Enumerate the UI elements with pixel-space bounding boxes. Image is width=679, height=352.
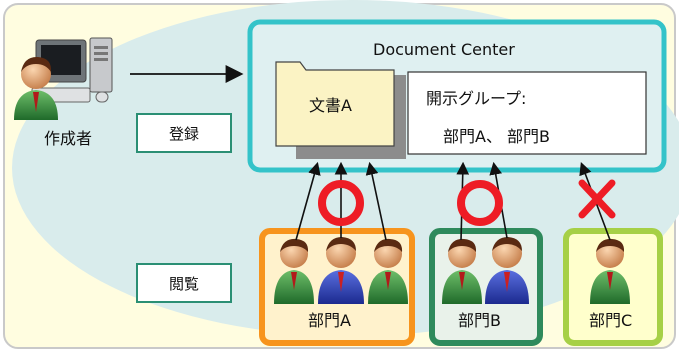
dept-c-label: 部門C bbox=[589, 311, 633, 330]
actor-label: 作成者 bbox=[44, 129, 93, 148]
dept-a-person-3 bbox=[368, 238, 408, 304]
dept-a-person-2 bbox=[318, 237, 364, 304]
group-panel bbox=[407, 71, 647, 155]
arrow-a-3 bbox=[365, 161, 387, 241]
document-label: 文書A bbox=[309, 96, 352, 115]
dept-b-person-2 bbox=[485, 237, 529, 304]
dept-a-person-1 bbox=[274, 238, 314, 304]
dept-b-person-1 bbox=[442, 238, 482, 304]
group-panel-members: 部門A、 部門B bbox=[443, 127, 551, 146]
document-center-title: Document Center bbox=[373, 40, 515, 59]
dept-a-label: 部門A bbox=[308, 311, 351, 330]
dept-c-person bbox=[590, 238, 630, 304]
creator-person-icon bbox=[14, 56, 58, 120]
step-register-label: 登録 bbox=[136, 113, 232, 153]
allowed-mark-a bbox=[318, 180, 364, 226]
folder-icon bbox=[275, 61, 395, 147]
dept-b-label: 部門B bbox=[458, 311, 501, 330]
computer-icon bbox=[31, 37, 113, 103]
denied-mark-c bbox=[578, 179, 616, 219]
allowed-mark-b bbox=[457, 180, 503, 226]
group-panel-title: 開示グループ: bbox=[426, 89, 527, 108]
arrow-a-1 bbox=[295, 161, 321, 241]
step-view-label: 閲覧 bbox=[136, 263, 232, 303]
